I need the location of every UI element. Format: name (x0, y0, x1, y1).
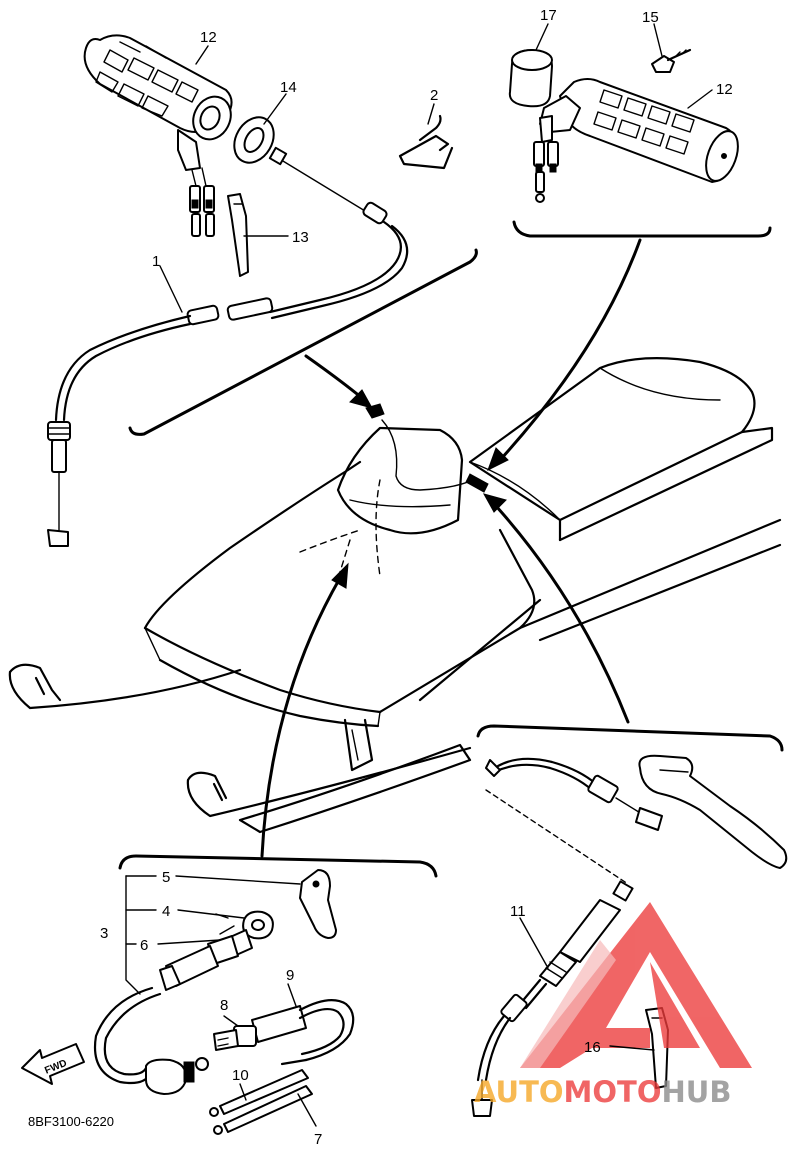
callout-13: 13 (292, 229, 309, 246)
callout-4: 4 (162, 903, 170, 920)
callout-6: 6 (140, 937, 148, 954)
automotohub-watermark: AUTOMOTOHUB (474, 902, 752, 1109)
callout-10: 10 (232, 1067, 249, 1084)
throttle-cable (47, 146, 489, 547)
svg-text:AUTOMOTOHUB: AUTOMOTOHUB (474, 1075, 731, 1109)
callout-3: 3 (100, 925, 108, 942)
callout-1: 1 (152, 253, 160, 270)
leader-lines (159, 23, 713, 1051)
callout-16: 16 (584, 1039, 601, 1056)
watermark-auto: AUTO (474, 1075, 564, 1109)
right-grip-assembly (508, 48, 739, 203)
callout-8: 8 (220, 997, 228, 1014)
ignition-switch-assembly (93, 869, 355, 1135)
callout-9: 9 (286, 967, 294, 984)
brake-lever-assembly (485, 754, 788, 885)
assembly-arrows (260, 238, 642, 858)
callout-14: 14 (280, 79, 297, 96)
callout-12-left: 12 (200, 29, 217, 46)
watermark-logo-icon (520, 902, 752, 1068)
group-brackets (118, 220, 784, 878)
drawing-code: 8BF3100-6220 (28, 1114, 114, 1129)
callout-15: 15 (642, 9, 659, 26)
watermark-moto: MOTO (564, 1075, 662, 1109)
callout-5: 5 (162, 869, 170, 886)
left-grip-assembly (83, 34, 454, 277)
snowmobile-illustration (8, 357, 782, 834)
callout-17: 17 (540, 7, 557, 24)
callout-2: 2 (430, 87, 438, 104)
callout-12-right: 12 (716, 81, 733, 98)
callout-7: 7 (314, 1131, 322, 1148)
watermark-hub: HUB (662, 1075, 732, 1109)
forward-direction-icon: FWD (21, 1043, 85, 1085)
callout-11: 11 (510, 903, 526, 920)
callout-numbers: 12 14 2 13 1 17 15 12 5 4 3 6 9 8 10 7 1… (28, 7, 733, 1148)
